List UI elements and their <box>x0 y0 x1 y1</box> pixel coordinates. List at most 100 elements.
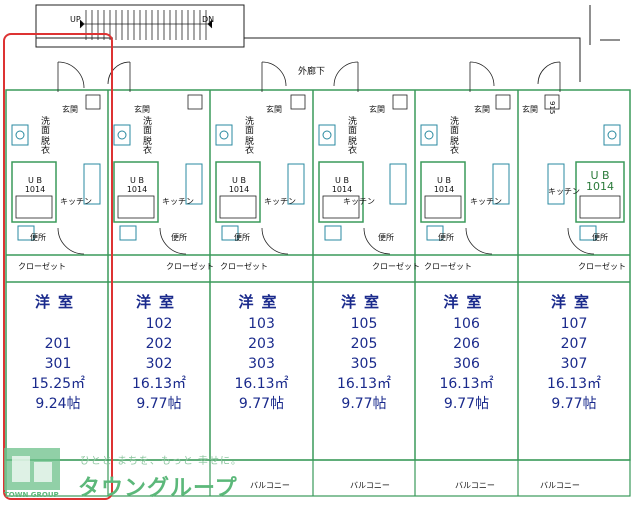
toilet-label: 便所 <box>378 233 394 242</box>
toilet-label: 便所 <box>234 233 250 242</box>
room-area: 16.13㎡ <box>131 376 187 392</box>
closet-label: クローゼット <box>372 262 420 271</box>
genkan-label: 玄関 <box>474 105 490 114</box>
kitchen-label: キッチン <box>264 197 296 206</box>
room-tatami: 9.77帖 <box>136 396 182 412</box>
closet-label: クローゼット <box>424 262 472 271</box>
room-number: 203 <box>248 336 275 352</box>
room-type: 洋室 <box>340 293 387 311</box>
room-number: 103 <box>248 316 275 332</box>
room-area: 16.13㎡ <box>336 376 392 392</box>
senmen-label: 洗面 <box>39 116 49 134</box>
room-number: 206 <box>453 336 480 352</box>
logo-text: TOWN GROUP <box>4 491 59 499</box>
genkan-label: 玄関 <box>134 105 150 114</box>
toilet-label: 便所 <box>30 233 46 242</box>
unit-info-3: 洋室 103 203 303 16.13㎡ 9.77帖 <box>212 292 311 414</box>
datsui-label: 脱衣 <box>448 136 458 154</box>
closet-label: クローゼット <box>166 262 214 271</box>
closet-label: クローゼット <box>578 262 626 271</box>
town-group-logo <box>4 448 60 490</box>
room-number: 105 <box>350 316 378 332</box>
senmen-label: 洗面 <box>243 116 253 134</box>
unit-info-4: 洋室 105 205 305 16.13㎡ 9.77帖 <box>315 292 413 414</box>
selected-unit-highlight <box>3 33 113 500</box>
balcony-label: バルコニー <box>540 481 580 490</box>
corridor-label: 外廊下 <box>298 67 326 77</box>
closet-label: クローゼット <box>220 262 268 271</box>
room-number: 303 <box>248 356 275 372</box>
genkan-label: 玄関 <box>62 105 78 114</box>
genkan-label: 玄関 <box>369 105 385 114</box>
room-number: 306 <box>453 356 480 372</box>
datsui-label: 脱衣 <box>39 136 49 154</box>
room-tatami: 9.77帖 <box>551 396 597 412</box>
room-number: 102 <box>145 316 173 332</box>
room-number: 301 <box>44 356 72 372</box>
room-number: 107 <box>560 316 588 332</box>
unit-info-2: 洋室 102 202 302 16.13㎡ 9.77帖 <box>110 292 208 414</box>
stairs-up-label: UP <box>70 15 81 24</box>
kitchen-label: キッチン <box>548 187 580 196</box>
dim-label: 915 <box>548 101 556 115</box>
senmen-label: 洗面 <box>448 116 458 134</box>
senmen-label: 洗面 <box>346 116 356 134</box>
room-area: 16.13㎡ <box>439 376 494 392</box>
watermark-tagline: ひとと まちを、もっと 幸せに。 <box>80 456 243 467</box>
building-outline <box>35 4 620 82</box>
room-number: 305 <box>350 356 378 372</box>
genkan-label: 玄関 <box>266 105 282 114</box>
unit-info-5: 洋室 106 206 306 16.13㎡ 9.77帖 <box>417 292 516 414</box>
balcony-label: バルコニー <box>250 481 290 490</box>
room-number: 106 <box>453 316 480 332</box>
room-number: 302 <box>145 356 173 372</box>
kitchen-label: キッチン <box>162 197 194 206</box>
room-tatami: 9.24帖 <box>35 396 81 412</box>
room-type: 洋室 <box>238 293 285 311</box>
toilet-label: 便所 <box>171 233 187 242</box>
kitchen-label: キッチン <box>470 197 502 206</box>
toilet-label: 便所 <box>438 233 454 242</box>
bathtubs <box>15 195 621 219</box>
genkan-label: 玄関 <box>522 105 538 114</box>
datsui-label: 脱衣 <box>346 136 356 154</box>
kitchen-label: キッチン <box>60 197 92 206</box>
room-tatami: 9.77帖 <box>238 396 285 412</box>
closet-label: クローゼット <box>18 262 66 271</box>
room-number: 205 <box>350 336 378 352</box>
watermark-brand: タウングループ <box>78 476 238 501</box>
door-swings <box>57 61 595 255</box>
room-tatami: 9.77帖 <box>443 396 490 412</box>
room-type: 洋室 <box>34 293 81 311</box>
room-tatami: 9.77帖 <box>341 396 387 412</box>
room-type: 洋室 <box>550 293 597 311</box>
stairs-down-label: DN <box>202 15 215 24</box>
unit-info-1: 洋室 201 301 15.25㎡ 9.24帖 <box>10 292 106 414</box>
toilet-label: 便所 <box>592 233 608 242</box>
room-number: 307 <box>560 356 588 372</box>
unit-info-6: 洋室 107 207 307 16.13㎡ 9.77帖 <box>520 292 628 414</box>
senmen-label: 洗面 <box>141 116 151 134</box>
room-number: 201 <box>44 336 72 352</box>
room-number: 202 <box>145 336 173 352</box>
room-type: 洋室 <box>135 293 182 311</box>
room-type: 洋室 <box>443 293 490 311</box>
kitchen-label: キッチン <box>343 197 375 206</box>
fixtures <box>11 124 621 241</box>
room-area: 16.13㎡ <box>546 376 602 392</box>
datsui-label: 脱衣 <box>141 136 151 154</box>
stair-treads <box>79 10 213 40</box>
room-area: 15.25㎡ <box>30 376 86 392</box>
balcony-label: バルコニー <box>455 481 495 490</box>
balcony-label: バルコニー <box>350 481 390 490</box>
room-area: 16.13㎡ <box>234 376 289 392</box>
datsui-label: 脱衣 <box>243 136 253 154</box>
room-number: 207 <box>560 336 588 352</box>
